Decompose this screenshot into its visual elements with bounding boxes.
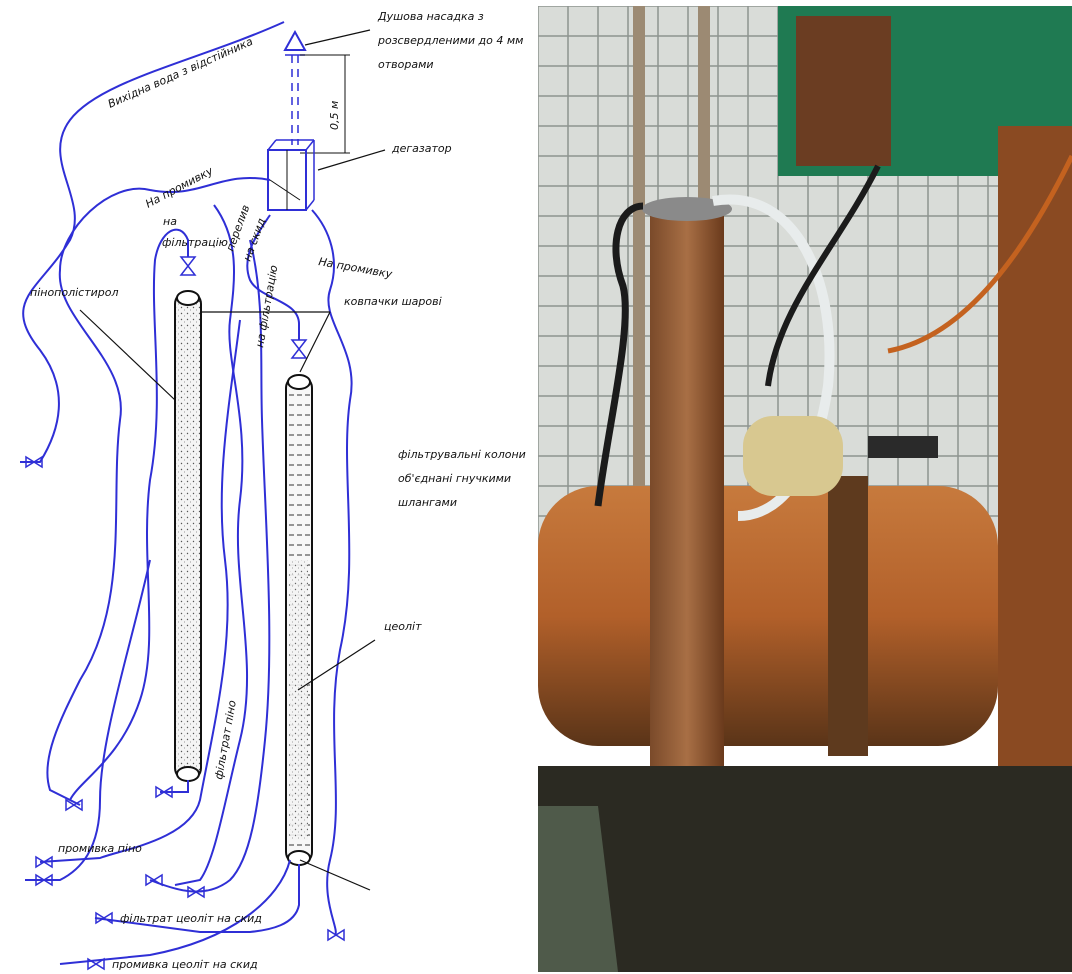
floor-pit (538, 766, 1072, 972)
column-polystyrene (175, 291, 201, 781)
degasser (268, 140, 314, 210)
vertical-pipe (650, 206, 724, 766)
label-nozzle-2: розсвердленими до 4 мм (377, 34, 523, 47)
ladder-rail-left (633, 6, 645, 526)
shower-nozzle (285, 32, 305, 145)
leader-lines (80, 30, 385, 890)
column-zeolite (286, 375, 312, 865)
label-to-filter-2: фільтрацію (162, 236, 228, 249)
label-connection-2: об'єднані гнучкими (398, 472, 511, 485)
label-to-wash-2: На промивку (317, 255, 393, 281)
valve-top-2 (292, 340, 306, 358)
height-label: 0,5 м (328, 101, 341, 130)
installation-photo (538, 6, 1072, 972)
label-connection-3: шлангами (398, 496, 457, 509)
label-wash-foam: промивка піно (58, 842, 142, 855)
pipe-flange (828, 476, 868, 756)
label-nozzle-3: отворами (378, 58, 434, 71)
label-zeolite: цеоліт (384, 620, 422, 633)
valve-body (743, 416, 843, 496)
label-nozzle-1: Душова насадка з (377, 10, 484, 23)
label-connection-1: фільтрувальні колони (398, 448, 526, 461)
height-dimension: 0,5 м (300, 55, 350, 153)
label-polystyrene: пінополістирол (30, 286, 119, 299)
label-to-filter: на (163, 215, 177, 228)
horizontal-pipe (538, 486, 998, 746)
label-filtrate-zeolite: фільтрат цеоліт на скид (120, 912, 262, 925)
rusty-box (796, 16, 891, 166)
label-column-caps: ковпачки шарові (344, 295, 442, 308)
valve-top-1 (181, 257, 195, 275)
label-degasser: дегазатор (391, 142, 452, 155)
label-wash-zeolite: промивка цеоліт на скид (112, 958, 258, 971)
diagram-labels: Вихідна вода з відстійника Душова насадк… (30, 10, 526, 971)
label-water-source: Вихідна вода з відстійника (106, 35, 255, 111)
valve-handle (868, 436, 938, 458)
filter-columns-scheme: 0,5 м (0, 0, 535, 974)
